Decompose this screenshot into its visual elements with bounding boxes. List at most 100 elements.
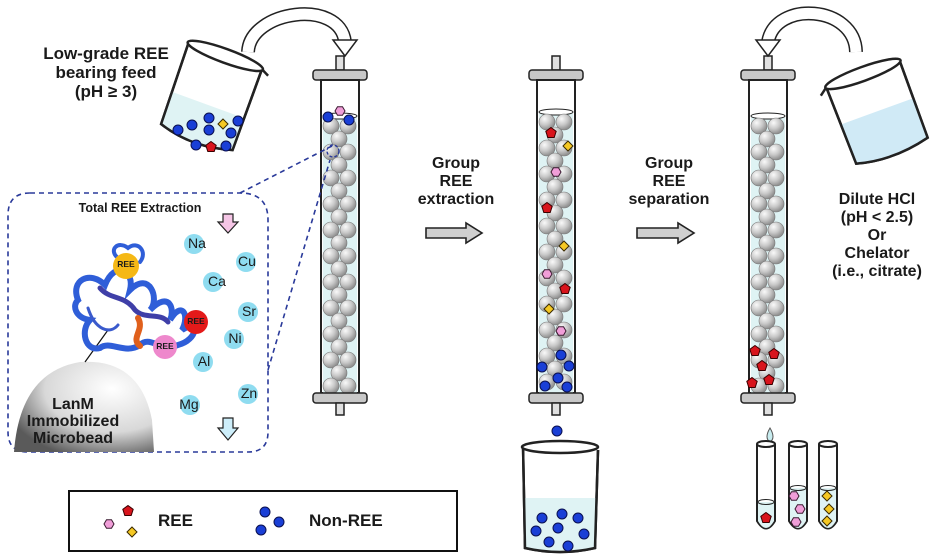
non-ree-particle [539, 380, 551, 392]
resin-bead [767, 247, 785, 265]
inset-title: Total REE Extraction [78, 201, 202, 215]
feed-label: Low-grade REE bearing feed (pH ≥ 3) [32, 44, 180, 101]
ree-particle [334, 106, 346, 116]
curved-arrow-icon [241, 7, 359, 58]
resin-bead [330, 286, 348, 304]
resin-bead [750, 169, 768, 187]
microbead-icon [14, 361, 154, 452]
resin-bead [339, 377, 357, 395]
resin-bead [538, 139, 556, 157]
eluent-label-line: (pH < 2.5) [840, 208, 914, 226]
resin-bead [322, 247, 340, 265]
resin-bead [330, 182, 348, 200]
non-ree-particle [563, 360, 575, 372]
resin-bead [322, 273, 340, 291]
resin-bead [750, 195, 768, 213]
step-label-line: extraction [417, 190, 495, 208]
ree-particle [550, 167, 562, 177]
non-ree-particle [536, 361, 548, 373]
step-extraction-label: Group REE extraction [406, 155, 506, 209]
ree-site-label: REE [187, 316, 205, 326]
resin-bead [767, 273, 785, 291]
eluent-label-line: Chelator [844, 244, 910, 262]
arrow-right-icon [636, 221, 696, 245]
resin-bead [330, 338, 348, 356]
resin-bead [330, 364, 348, 382]
resin-bead [546, 256, 564, 274]
resin-bead [322, 325, 340, 343]
eluent-label-line: (i.e., citrate) [832, 262, 922, 280]
resin-bead [330, 156, 348, 174]
resin-bead [758, 234, 776, 252]
resin-bead [758, 130, 776, 148]
step-label-line: Group [432, 155, 480, 172]
ion-label: Ni [228, 330, 242, 346]
ree-particle [541, 269, 553, 279]
resin-bead [555, 191, 573, 209]
resin-bead [322, 195, 340, 213]
ree-site-red [184, 310, 208, 334]
step-separation-label: Group REE separation [614, 155, 724, 209]
resin-bead [750, 221, 768, 239]
step-label-line: REE [439, 172, 473, 190]
resin-bead [767, 299, 785, 317]
ree-site-label: REE [117, 259, 135, 269]
resin-bead [546, 334, 564, 352]
resin-bead [339, 195, 357, 213]
microbead-label-line: Immobilized [26, 412, 120, 430]
microbead-label: LanM Immobilized Microbead [18, 396, 128, 447]
resin-bead [339, 351, 357, 369]
collection-beaker-icon [520, 439, 600, 554]
resin-bead [538, 243, 556, 261]
resin-bead [750, 325, 768, 343]
resin-bead [767, 325, 785, 343]
resin-bead [750, 117, 768, 135]
resin-bead [758, 182, 776, 200]
arrow-down-pink-icon [216, 213, 240, 234]
step-label-line: separation [628, 190, 710, 208]
resin-bead [322, 299, 340, 317]
resin-bead [767, 143, 785, 161]
resin-bead [339, 325, 357, 343]
feed-label-line: Low-grade REE [43, 44, 169, 63]
resin-bead [758, 286, 776, 304]
ree-particle [788, 491, 800, 501]
resin-bead [750, 247, 768, 265]
resin-bead [339, 299, 357, 317]
legend-box [68, 490, 458, 552]
resin-bead [330, 312, 348, 330]
resin-bead [330, 234, 348, 252]
eluent-label-line: Or [867, 226, 887, 244]
resin-bead [758, 260, 776, 278]
non-ree-particle [322, 111, 334, 123]
column-3-icon [740, 55, 796, 416]
resin-bead [767, 195, 785, 213]
legend-ree-label: REE [158, 511, 193, 530]
non-ree-particle [555, 349, 567, 361]
resin-bead [767, 117, 785, 135]
legend-non-ree-label: Non-REE [309, 511, 383, 530]
resin-bead [546, 308, 564, 326]
ion-bubbles [180, 234, 258, 415]
resin-bead [758, 156, 776, 174]
droplet-icon [766, 427, 774, 443]
column-1-icon [312, 55, 368, 416]
step-label-line: Group [645, 155, 693, 172]
resin-bead [322, 377, 340, 395]
resin-bead [339, 273, 357, 291]
ion-label: Ca [208, 273, 226, 289]
resin-bead [322, 169, 340, 187]
resin-bead [546, 178, 564, 196]
ree-site-pink [153, 335, 177, 359]
resin-bead [322, 351, 340, 369]
curved-arrow-icon [754, 6, 863, 58]
ree-site-label: REE [156, 341, 174, 351]
resin-bead [555, 295, 573, 313]
resin-bead [339, 247, 357, 265]
resin-bead [339, 221, 357, 239]
column-2-icon [528, 55, 584, 416]
droplet-icon [551, 425, 563, 437]
resin-bead [339, 143, 357, 161]
non-ree-particle [552, 372, 564, 384]
